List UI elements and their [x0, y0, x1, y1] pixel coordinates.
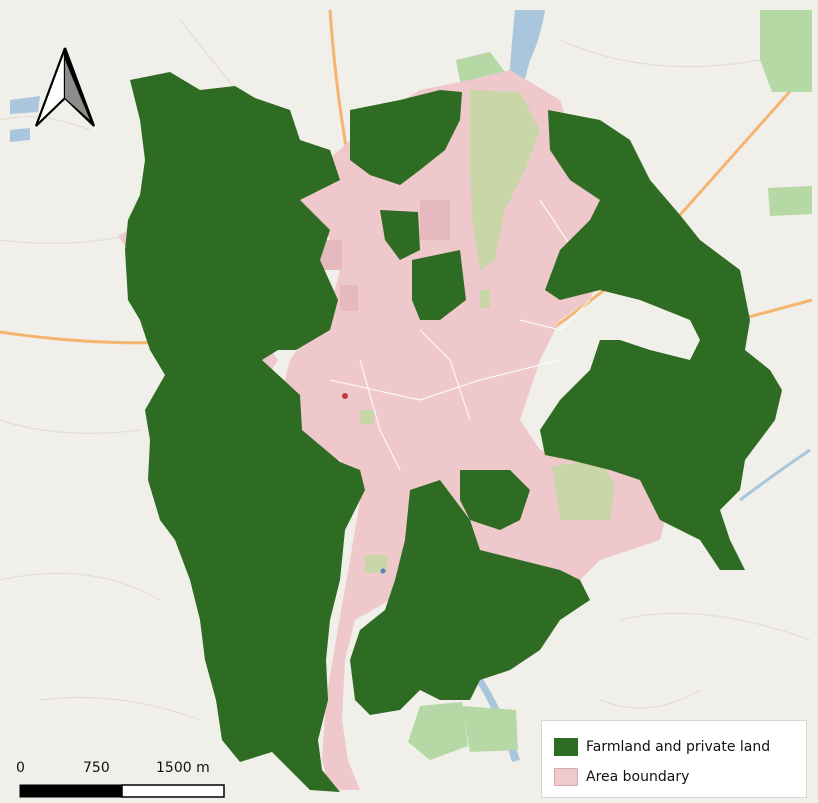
scale-label-1500: 1500 m — [156, 760, 210, 776]
urban-blocks — [320, 200, 450, 311]
legend-swatch-farmland — [554, 738, 578, 756]
area-boundary — [118, 70, 670, 790]
farmland-and-private-land — [125, 72, 782, 792]
legend-item-area-boundary: Area boundary — [554, 766, 689, 788]
scale-label-0: 0 — [16, 760, 25, 776]
scale-label-750: 750 — [83, 760, 110, 776]
map-legend: Farmland and private land Area boundary — [541, 720, 807, 798]
legend-item-farmland: Farmland and private land — [554, 736, 770, 758]
poi-markers — [342, 393, 386, 574]
legend-swatch-area-boundary — [554, 768, 578, 786]
town-green-areas — [360, 90, 615, 573]
north-arrow-icon — [34, 47, 96, 127]
scale-bar — [19, 784, 225, 798]
legend-label-area-boundary: Area boundary — [586, 769, 690, 785]
legend-label-farmland: Farmland and private land — [586, 739, 771, 755]
river — [10, 10, 811, 762]
